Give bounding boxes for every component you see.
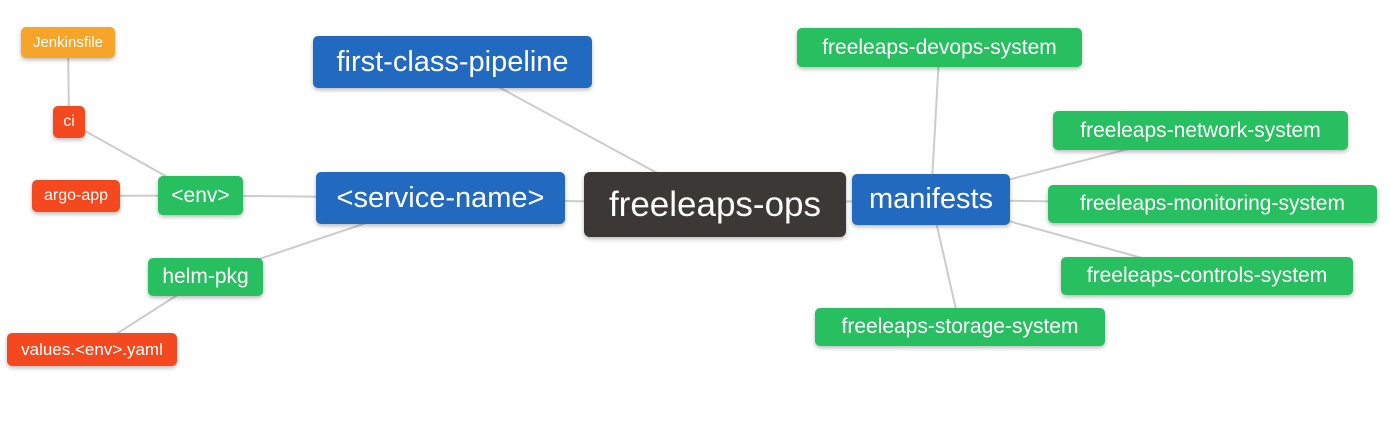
node-label: freeleaps-storage-system bbox=[841, 315, 1079, 338]
node-label: helm-pkg bbox=[162, 265, 249, 288]
node-manifests[interactable]: manifests bbox=[852, 174, 1010, 225]
node-freeleaps-storage-system[interactable]: freeleaps-storage-system bbox=[815, 308, 1105, 346]
node-label: argo-app bbox=[43, 187, 109, 204]
node-freeleaps-devops-system[interactable]: freeleaps-devops-system bbox=[797, 28, 1082, 67]
node-jenkinsfile[interactable]: Jenkinsfile bbox=[21, 27, 115, 58]
node-label: <service-name> bbox=[336, 181, 545, 214]
node-label: freeleaps-network-system bbox=[1080, 118, 1321, 142]
node-label: freeleaps-ops bbox=[608, 184, 822, 224]
node-label: first-class-pipeline bbox=[336, 45, 569, 78]
node-freeleaps-network-system[interactable]: freeleaps-network-system bbox=[1053, 111, 1348, 150]
node-freeleaps-ops[interactable]: freeleaps-ops bbox=[584, 172, 846, 237]
node-env[interactable]: <env> bbox=[158, 176, 243, 215]
node-label: Jenkinsfile bbox=[32, 34, 104, 51]
node-service-name[interactable]: <service-name> bbox=[316, 172, 565, 224]
node-label: freeleaps-monitoring-system bbox=[1080, 192, 1345, 215]
node-label: values.<env>.yaml bbox=[21, 339, 163, 359]
node-first-class-pipeline[interactable]: first-class-pipeline bbox=[313, 36, 592, 88]
node-values-env-yaml[interactable]: values.<env>.yaml bbox=[7, 333, 177, 366]
node-label: manifests bbox=[868, 183, 994, 215]
node-argo-app[interactable]: argo-app bbox=[32, 180, 120, 212]
node-label: freeleaps-devops-system bbox=[822, 35, 1057, 59]
node-label: ci bbox=[63, 113, 75, 130]
node-helm-pkg[interactable]: helm-pkg bbox=[148, 258, 263, 296]
node-freeleaps-monitoring-system[interactable]: freeleaps-monitoring-system bbox=[1048, 185, 1377, 223]
node-label: freeleaps-controls-system bbox=[1086, 264, 1328, 287]
node-freeleaps-controls-system[interactable]: freeleaps-controls-system bbox=[1061, 257, 1353, 295]
node-ci[interactable]: ci bbox=[53, 106, 85, 138]
node-label: <env> bbox=[171, 183, 230, 207]
